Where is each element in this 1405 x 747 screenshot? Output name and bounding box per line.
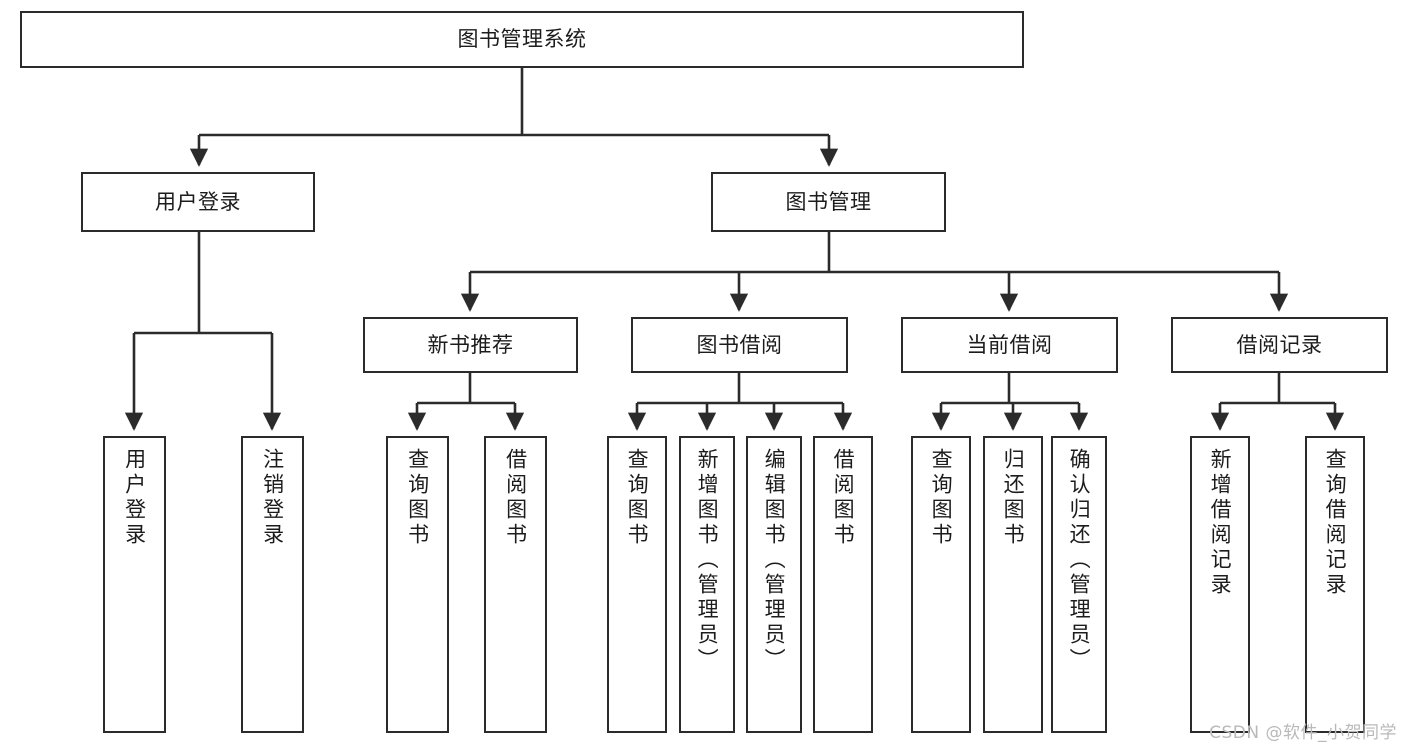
node-new-book-recommend[interactable]: 新书推荐 xyxy=(363,317,578,373)
leaf-logout[interactable]: 注销登录 xyxy=(241,436,304,733)
node-root-label: 图书管理系统 xyxy=(457,27,587,52)
node-book-borrow[interactable]: 图书借阅 xyxy=(631,317,848,373)
leaf-add-book[interactable]: 新增图书（管理员） xyxy=(679,436,735,733)
leaf-return-book[interactable]: 归还图书 xyxy=(983,436,1043,733)
node-current-borrow[interactable]: 当前借阅 xyxy=(901,317,1118,373)
leaf-query-record[interactable]: 查询借阅记录 xyxy=(1305,436,1365,733)
leaf-query-book-current[interactable]: 查询图书 xyxy=(911,436,971,733)
leaf-edit-book[interactable]: 编辑图书（管理员） xyxy=(746,436,802,733)
leaf-borrow-book[interactable]: 借阅图书 xyxy=(813,436,873,733)
node-user-login[interactable]: 用户登录 xyxy=(81,172,315,232)
node-book-manage-label: 图书管理 xyxy=(785,189,872,214)
node-new-book-recommend-label: 新书推荐 xyxy=(427,332,514,357)
leaf-confirm-return-label: 确认归还（管理员） xyxy=(1067,448,1092,673)
leaf-user-login-label: 用户登录 xyxy=(122,448,147,548)
leaf-query-book-recommend-label: 查询图书 xyxy=(405,448,430,548)
leaf-borrow-book-recommend-label: 借阅图书 xyxy=(503,448,528,548)
leaf-query-book-recommend[interactable]: 查询图书 xyxy=(386,436,449,733)
leaf-confirm-return[interactable]: 确认归还（管理员） xyxy=(1051,436,1107,733)
node-book-manage[interactable]: 图书管理 xyxy=(711,172,946,232)
leaf-add-record-label: 新增借阅记录 xyxy=(1208,448,1233,598)
node-book-borrow-label: 图书借阅 xyxy=(696,332,783,357)
leaf-return-book-label: 归还图书 xyxy=(1001,448,1026,548)
node-borrow-record[interactable]: 借阅记录 xyxy=(1171,317,1388,373)
node-root[interactable]: 图书管理系统 xyxy=(20,11,1024,68)
csdn-watermark: CSDN @软件_小贺同学 xyxy=(1209,723,1397,743)
leaf-query-book-current-label: 查询图书 xyxy=(929,448,954,548)
leaf-add-record[interactable]: 新增借阅记录 xyxy=(1190,436,1250,733)
leaf-borrow-book-label: 借阅图书 xyxy=(831,448,856,548)
leaf-edit-book-label: 编辑图书（管理员） xyxy=(762,448,787,673)
leaf-borrow-book-recommend[interactable]: 借阅图书 xyxy=(484,436,547,733)
leaf-logout-label: 注销登录 xyxy=(260,448,285,548)
leaf-add-book-label: 新增图书（管理员） xyxy=(695,448,720,673)
leaf-query-book-borrow-label: 查询图书 xyxy=(625,448,650,548)
node-user-login-label: 用户登录 xyxy=(155,189,241,214)
node-current-borrow-label: 当前借阅 xyxy=(966,332,1053,357)
leaf-query-record-label: 查询借阅记录 xyxy=(1323,448,1348,598)
node-borrow-record-label: 借阅记录 xyxy=(1236,332,1323,357)
leaf-user-login[interactable]: 用户登录 xyxy=(103,436,166,733)
leaf-query-book-borrow[interactable]: 查询图书 xyxy=(607,436,667,733)
